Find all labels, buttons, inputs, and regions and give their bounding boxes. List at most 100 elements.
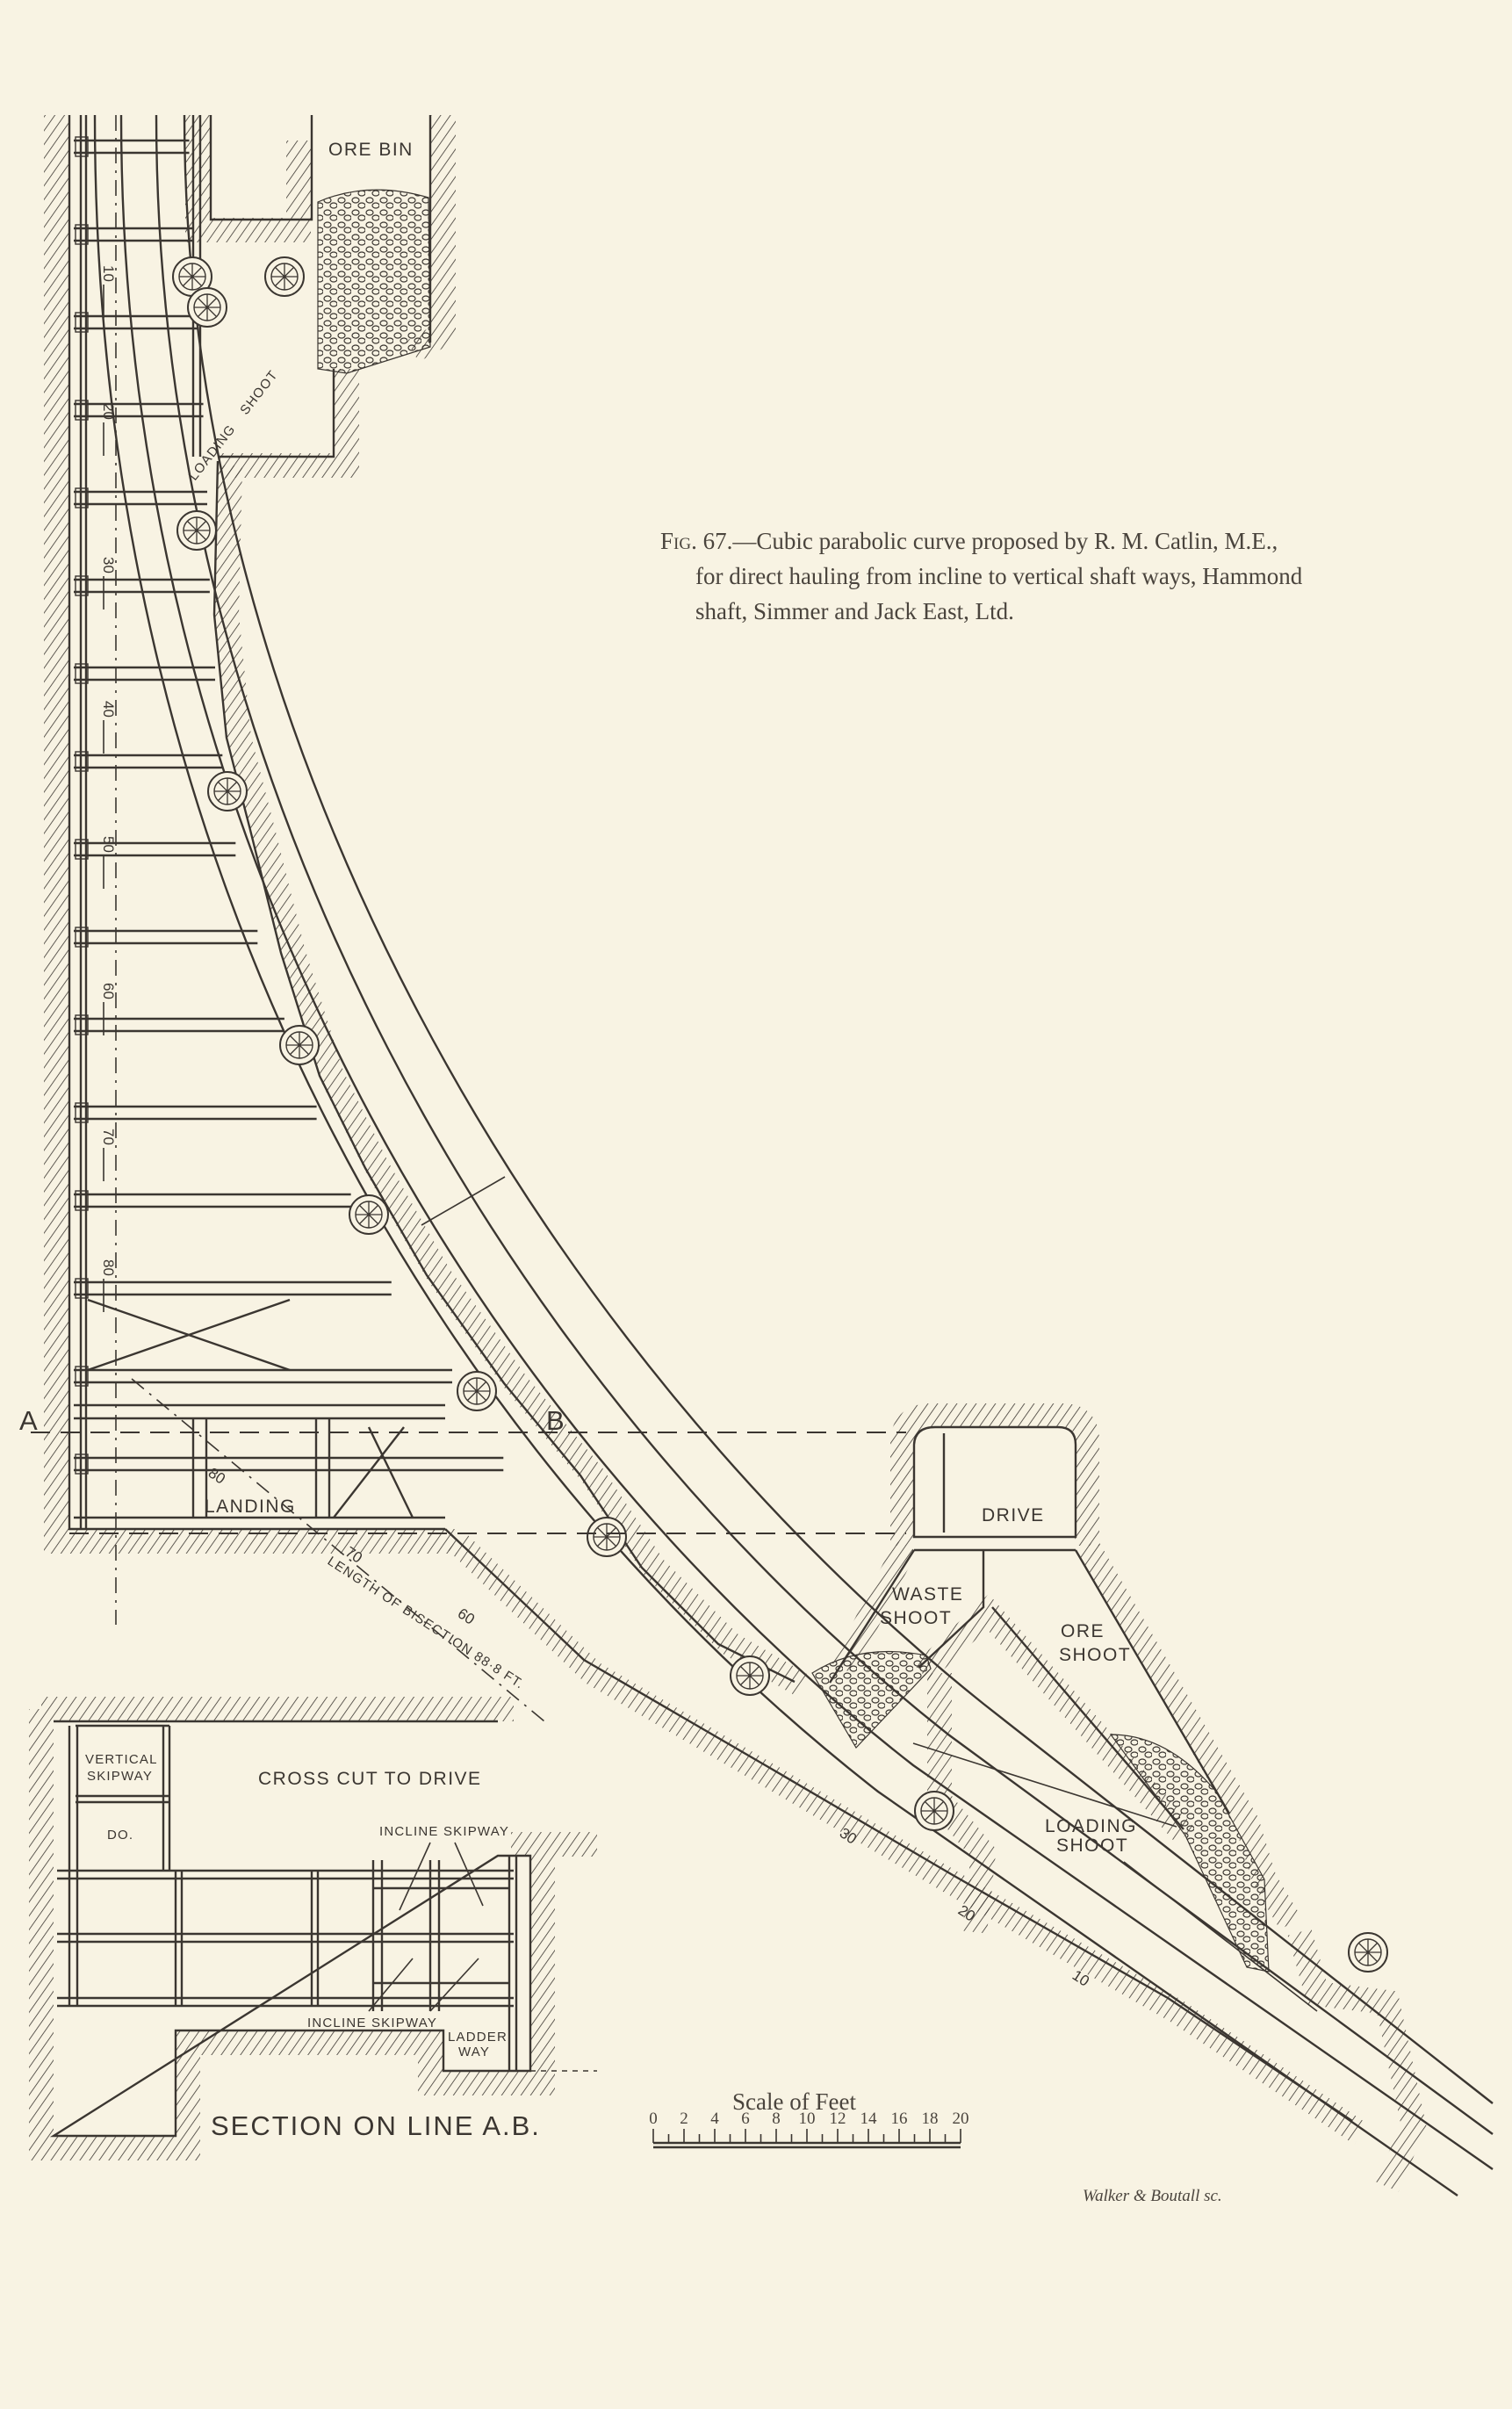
horizontal-timber — [74, 227, 194, 242]
horizontal-timber — [74, 929, 258, 945]
loading-shoot-label: SHOOT — [1056, 1836, 1128, 1856]
loading-label: LOADING — [1045, 1816, 1137, 1836]
shaft-wall-line — [68, 115, 445, 1531]
horizontal-timber — [74, 1017, 284, 1033]
ore-bin-label: ORE BIN — [328, 140, 414, 160]
horizontal-timber — [74, 1105, 317, 1121]
sheave-wheel-icon — [730, 1655, 770, 1696]
sheave-wheel-icon — [349, 1194, 389, 1235]
sheave-wheel-icon — [172, 256, 212, 297]
shaft-timbers — [74, 115, 504, 1529]
horizontal-timber — [74, 1280, 392, 1296]
drive-label: DRIVE — [982, 1505, 1045, 1525]
drive-walls — [890, 1403, 1099, 1546]
curve-right-wall — [213, 465, 810, 1698]
incline-skipway-top-leaders — [399, 1842, 484, 1911]
sheave-wheel-icon — [587, 1517, 627, 1557]
scale-bar — [653, 2141, 961, 2149]
ore-shoot-pile — [1109, 1734, 1270, 1973]
wheel-spokes — [286, 1032, 313, 1058]
scale-tick-label: 12 — [830, 2110, 846, 2128]
scale-title: Scale of Feet — [732, 2088, 856, 2115]
way-label: WAY — [458, 2045, 490, 2059]
sheave-wheel-icon — [187, 287, 227, 328]
ore-shoot-label: SHOOT — [1059, 1645, 1131, 1665]
point-b-label: B — [546, 1405, 566, 1436]
tangent-line — [421, 1176, 506, 1226]
incline-floor-line — [444, 1528, 1353, 2122]
point-a-label: A — [19, 1405, 40, 1436]
loading-gate-wall — [927, 1673, 997, 1934]
sheave-wheels — [172, 256, 1388, 1973]
figure-caption: Fig. 67.—Cubic parabolic curve proposed … — [660, 523, 1503, 629]
section-beam — [57, 1869, 514, 1880]
incline-lower-wall — [448, 1532, 1368, 2145]
landing-label: LANDING — [205, 1497, 296, 1517]
scale-tick-label: 16 — [891, 2110, 908, 2128]
section-inset: VERTICAL SKIPWAY DO. CROSS CUT TO DRIVE … — [29, 1697, 597, 2160]
rail-3 — [155, 114, 1494, 2135]
engraver-credit: Walker & Boutall sc. — [1083, 2187, 1222, 2205]
wheel-spokes — [271, 263, 298, 290]
horizontal-timber — [74, 841, 236, 857]
section-title: SECTION ON LINE A.B. — [211, 2110, 541, 2141]
caption-line-2: for direct hauling from incline to verti… — [695, 563, 1303, 589]
horizontal-timber — [74, 490, 207, 506]
scale-tick-label: 4 — [710, 2110, 719, 2128]
shaft-depth-label: 10 — [100, 265, 117, 282]
sheave-wheel-icon — [1348, 1932, 1388, 1973]
horizontal-timber — [74, 139, 190, 155]
wheel-spokes — [184, 517, 210, 544]
waste-shoot-label: SHOOT — [880, 1608, 952, 1628]
horizontal-timber — [74, 754, 223, 769]
rail-1 — [93, 114, 1458, 2196]
scale-tick-label: 6 — [741, 2110, 750, 2128]
construction-lines — [31, 115, 1318, 2012]
ore-label: ORE — [1061, 1621, 1105, 1641]
lower-right-wall — [1287, 1929, 1427, 2192]
skipway-label: SKIPWAY — [87, 1769, 153, 1784]
shaft-depth-label: 40 — [100, 701, 117, 718]
ditto-label: DO. — [107, 1828, 133, 1843]
sheave-wheel-icon — [207, 771, 248, 811]
shaft-depth-label: 70 — [100, 1129, 117, 1145]
caption-line-1: —Cubic parabolic curve proposed by R. M.… — [732, 528, 1278, 554]
ore-bin-pile — [317, 189, 431, 374]
incline-skipway-bottom-leaders — [368, 1958, 479, 2012]
scale-tick-label: 10 — [799, 2110, 816, 2128]
shaft-depth-label: 50 — [100, 836, 117, 853]
wheel-spokes — [356, 1201, 382, 1228]
shaft-depth-label: 30 — [100, 557, 117, 573]
cavity-outlines — [68, 115, 1353, 2122]
scale-tick-label: 0 — [649, 2110, 658, 2128]
top-shoot-label: SHOOT — [237, 367, 281, 417]
shoot-divider-wall — [913, 1593, 1195, 1844]
section-cavity — [49, 1720, 532, 2138]
wheel-spokes — [921, 1798, 947, 1824]
bisection-mark-80: 80 — [205, 1464, 228, 1487]
skipway-rails — [93, 114, 1494, 2196]
caption-line-3: shaft, Simmer and Jack East, Ltd. — [695, 598, 1014, 624]
landing-frame — [74, 1298, 445, 1519]
waste-label: WASTE — [892, 1584, 963, 1605]
horizontal-timber — [74, 1193, 351, 1208]
wheel-spokes — [1355, 1939, 1381, 1965]
rail-4 — [183, 114, 1494, 2104]
sheave-wheel-icon — [264, 256, 305, 297]
wheel-spokes — [464, 1378, 490, 1404]
rail-2 — [119, 114, 1494, 2170]
sheave-wheel-icon — [279, 1025, 320, 1065]
shoot-outlines — [828, 1549, 1231, 1830]
curve-wall-line — [212, 460, 796, 1684]
loading-shoot-leaders — [912, 1742, 1318, 2012]
scale-tick-label: 8 — [772, 2110, 781, 2128]
horizontal-timber — [74, 314, 199, 330]
horizontal-timber — [74, 1456, 504, 1472]
waste-pile — [811, 1650, 932, 1749]
wheel-spokes — [179, 263, 205, 290]
scale-tick-label: 14 — [860, 2110, 878, 2128]
scale-tick-label: 18 — [922, 2110, 939, 2128]
wheel-spokes — [594, 1524, 620, 1550]
cross-cut-label: CROSS CUT TO DRIVE — [258, 1769, 482, 1789]
